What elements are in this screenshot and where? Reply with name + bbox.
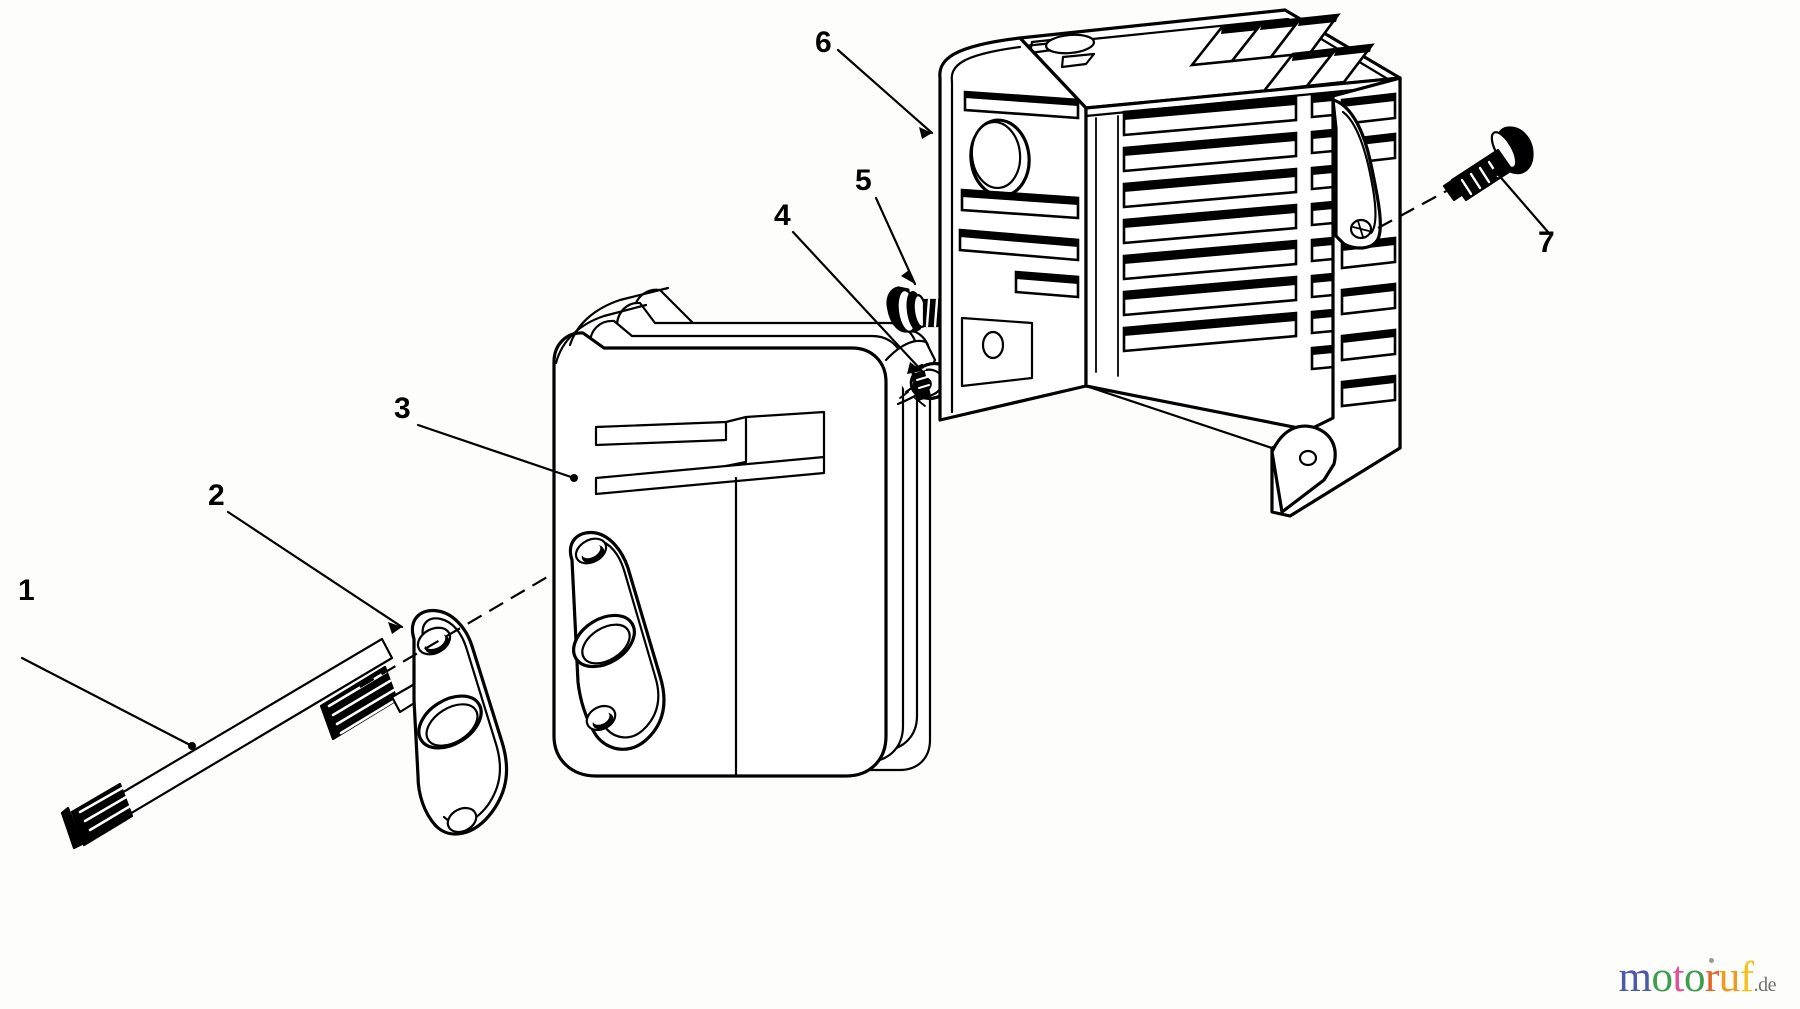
callout-4: 4 <box>774 199 791 232</box>
shield-main-louvers <box>1122 95 1298 353</box>
muffler-exhaust-flange <box>568 530 666 751</box>
callout-2: 2 <box>208 479 225 512</box>
leader-2 <box>226 510 404 634</box>
screw-7-threads <box>1460 160 1500 196</box>
watermark-letter-o2: o <box>1683 954 1706 1001</box>
shield-mount-hole-left <box>981 330 1005 360</box>
watermark-letter-o1: o <box>1651 954 1674 1001</box>
part-exhaust-gasket <box>410 608 509 836</box>
watermark-dot <box>1709 958 1714 963</box>
shield-mount-tab-right <box>1331 98 1382 250</box>
part-muffler <box>552 286 937 778</box>
watermark-letter-f: f <box>1739 954 1754 1001</box>
leader-3 <box>416 423 578 482</box>
stud-thread-lower <box>78 785 134 832</box>
watermark-suffix: .de <box>1753 974 1777 996</box>
muffler-rib-detail <box>594 410 826 496</box>
part-muffler-shield <box>938 8 1402 518</box>
gasket-hole-lower <box>446 806 478 834</box>
stud-thread-upper <box>327 670 399 735</box>
callout-5: 5 <box>855 164 872 197</box>
leader-5 <box>874 196 917 286</box>
shield-foot-hole <box>1298 449 1318 467</box>
screw-7-centerline <box>1377 187 1453 229</box>
part-screw-shield <box>1442 126 1534 202</box>
watermark-letter-u: u <box>1718 954 1741 1001</box>
shield-left-louvers <box>958 90 1080 299</box>
part-stud-bolt <box>60 637 434 850</box>
screw-5-threads <box>925 298 955 328</box>
watermark-letter-t: t <box>1672 954 1685 1001</box>
callout-6: 6 <box>815 26 832 59</box>
leader-1 <box>20 656 196 750</box>
watermark-letter-m: m <box>1618 954 1652 1001</box>
watermark-motoruf: motoruf.de <box>1618 954 1777 1001</box>
leader-6 <box>836 48 934 139</box>
shield-foot-right <box>1270 424 1337 514</box>
leader-7 <box>1492 168 1550 234</box>
callout-3: 3 <box>394 392 411 425</box>
watermark-letter-r: r <box>1704 954 1719 1001</box>
callout-7: 7 <box>1538 226 1555 259</box>
callout-1: 1 <box>18 574 35 607</box>
leader-4 <box>791 230 924 374</box>
